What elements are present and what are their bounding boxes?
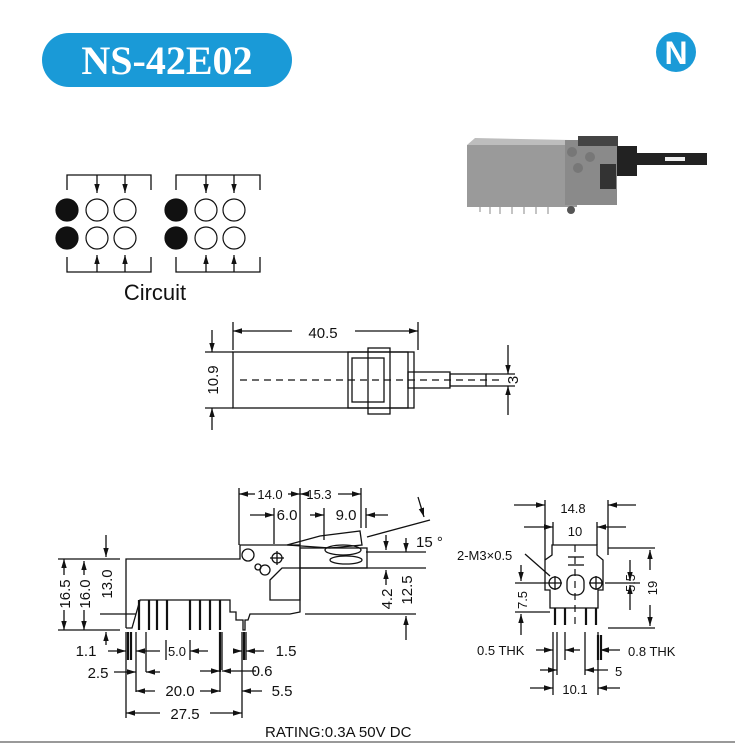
dim-5: 5 (615, 664, 622, 679)
dim-5-5-front: 5.5 (623, 574, 638, 592)
dim-0-6: 0.6 (252, 663, 273, 680)
dim-10-1: 10.1 (562, 682, 587, 697)
dim-6-0: 6.0 (277, 507, 298, 524)
dim-1-5: 1.5 (276, 643, 297, 660)
dim-thk-left: 0.5 THK (477, 643, 525, 658)
dim-4-2: 4.2 (379, 589, 396, 610)
rating-label: RATING:0.3A 50V DC (265, 724, 412, 741)
circuit-diagram: Circuit (55, 174, 261, 305)
dim-27-5: 27.5 (170, 706, 199, 723)
front-view-drawing: 14.8 10 2-M3×0.5 5.5 19 7.5 0.5 THK 0.8 … (457, 500, 676, 697)
dim-12-5: 12.5 (399, 575, 416, 604)
dim-length: 40.5 (308, 325, 337, 342)
top-view-drawing: 40.5 10.9 3 (205, 322, 522, 430)
side-view-drawing: 14.0 15.3 6.0 9.0 15 ° 16.5 16.0 13.0 4.… (57, 487, 443, 723)
dim-5-5: 5.5 (272, 683, 293, 700)
circuit-label: Circuit (124, 280, 186, 305)
dim-plunger: 3 (505, 376, 522, 384)
dim-14-8: 14.8 (560, 501, 585, 516)
dim-height: 10.9 (205, 365, 222, 394)
dim-angle: 15 ° (416, 534, 443, 551)
product-photo (467, 136, 707, 214)
dim-2-5: 2.5 (88, 665, 109, 682)
dim-19: 19 (645, 581, 660, 595)
brand-logo: N (656, 32, 696, 72)
dim-1-1: 1.1 (76, 643, 97, 660)
dim-10: 10 (568, 524, 582, 539)
dim-20-0: 20.0 (165, 683, 194, 700)
screw-spec-label: 2-M3×0.5 (457, 548, 512, 563)
dim-15-3: 15.3 (306, 487, 331, 502)
title-badge: NS-42E02 (42, 33, 292, 87)
dim-thk-right: 0.8 THK (628, 644, 676, 659)
dim-9-0: 9.0 (336, 507, 357, 524)
dim-14-0: 14.0 (257, 487, 282, 502)
dim-5-0: 5.0 (168, 644, 186, 659)
logo-letter: N (664, 35, 687, 71)
dim-7-5: 7.5 (515, 591, 530, 609)
product-title: NS-42E02 (81, 38, 252, 83)
dim-16-5: 16.5 (57, 579, 74, 608)
dim-16-0: 16.0 (77, 579, 94, 608)
dim-13-0: 13.0 (99, 569, 116, 598)
